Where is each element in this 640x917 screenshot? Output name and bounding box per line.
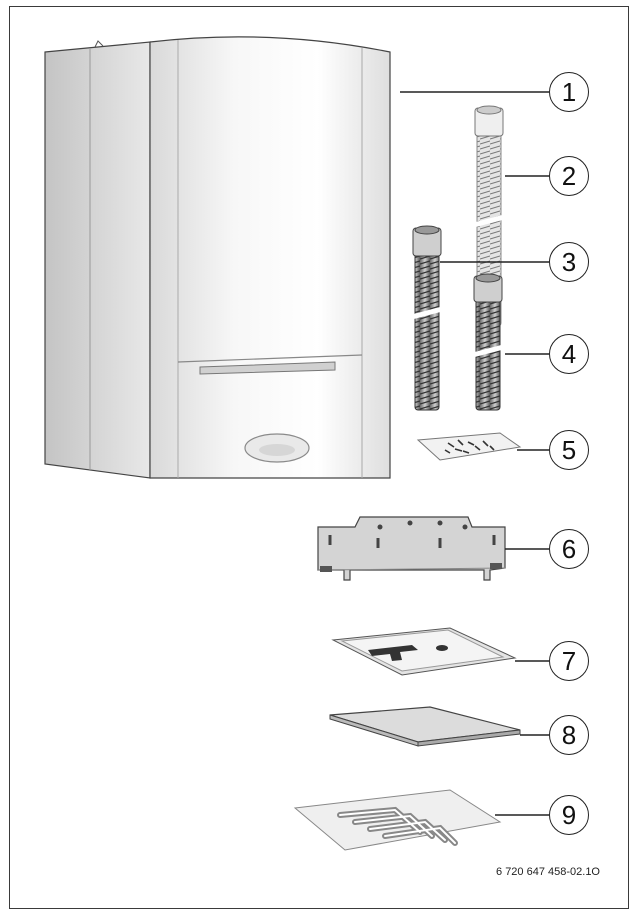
callout-1: 1: [549, 72, 589, 112]
callout-9: 9: [549, 795, 589, 835]
callout-8: 8: [549, 715, 589, 755]
leader-lines: [400, 91, 549, 816]
page-frame: [9, 6, 629, 909]
fixings-bag: [416, 432, 522, 461]
installation-template: [331, 627, 517, 676]
hose-2: [469, 105, 509, 327]
callout-3: 3: [549, 242, 589, 282]
callout-2: 2: [549, 156, 589, 196]
callout-4: 4: [549, 334, 589, 374]
figure-reference: 6 720 647 458-02.1O: [496, 866, 600, 878]
boiler: [44, 36, 391, 479]
hose-3: [407, 225, 447, 411]
documentation: [329, 706, 521, 747]
callout-7: 7: [549, 641, 589, 681]
hose-4: [468, 273, 508, 411]
callout-5: 5: [549, 430, 589, 470]
mounting-bracket: [317, 516, 506, 581]
callout-6: 6: [549, 529, 589, 569]
seals-bag: [293, 789, 502, 851]
